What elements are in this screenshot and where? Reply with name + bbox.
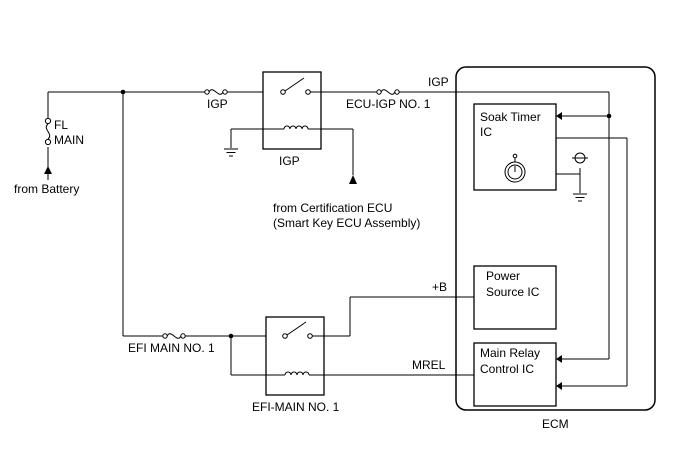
ground-icon [224,148,238,157]
cert-ecu-label-2: (Smart Key ECU Assembly) [273,216,420,230]
plus-b-label: +B [432,280,447,294]
main-relay-control-ic-box [473,342,557,407]
cert-ecu-arrow-icon [349,175,357,184]
mrc-input-arrow-icon-upper [556,355,562,363]
power-source-ic-box [473,265,557,330]
soak-timer-output-wire [556,137,628,387]
efi-main-relay-coil-icon [284,371,310,376]
power-source-label-2: Source IC [486,285,540,299]
efi-main-fuse [162,333,186,339]
igp-fuse-label: IGP [207,97,228,111]
cert-ecu-label-1: from Certification ECU [273,201,392,215]
efi-main-relay-box [265,316,325,396]
battery-arrow-icon [44,166,52,174]
fl-label: FL [54,118,68,132]
efi-coil-feed-wire [230,336,285,376]
mrc-label-1: Main Relay [480,346,540,360]
ecm-box [455,66,656,411]
soak-timer-ic-box [473,103,557,191]
ecu-igp-fuse-label: ECU-IGP NO. 1 [346,97,431,111]
ecm-label: ECM [542,417,569,431]
junction-dot-igp [606,113,612,119]
mrc-input-arrow-icon-lower [556,382,562,390]
efi-main-relay-label: EFI-MAIN NO. 1 [252,400,340,414]
soak-timer-label-1: Soak Timer [480,110,541,124]
igp-relay-coil-icon [283,125,309,130]
main-label: MAIN [54,133,84,147]
cert-ecu-wire [308,128,354,175]
wire-battery-bus [47,91,205,180]
igp-feed-wire [399,91,610,360]
soak-timer-label-2: IC [480,125,492,139]
igp-relay-label: IGP [279,154,300,168]
mrc-label-2: Control IC [480,362,534,376]
igp-fuse [204,89,228,95]
igp-coil-ground-wire [230,128,284,148]
from-battery-label: from Battery [14,182,79,196]
ecu-igp-fuse [376,89,400,95]
power-source-label-1: Power [486,269,520,283]
mrel-label: MREL [412,358,446,372]
switch-node-icon [572,152,588,164]
soak-timer-input-arrow-icon [556,112,562,120]
igp-relay-box [262,71,322,150]
timer-icon [504,153,526,183]
efi-main-fuse-label: EFI MAIN NO. 1 [128,341,215,355]
plus-b-wire [312,296,474,337]
igp-line-label: IGP [428,75,449,89]
soak-timer-ground-wire [556,168,581,193]
soak-ground-icon [573,193,587,202]
fl-main-fusible-link [44,117,52,146]
